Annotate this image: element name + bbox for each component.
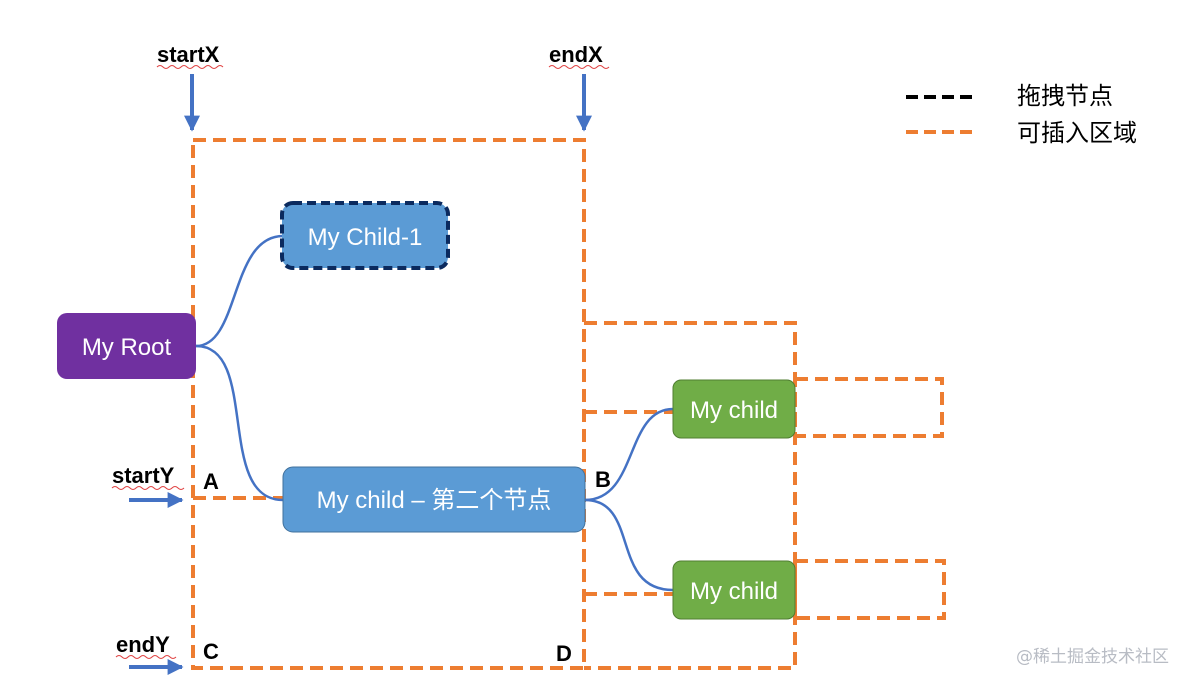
insert-area-right-column xyxy=(584,321,797,670)
corner-label-c: C xyxy=(203,639,219,664)
endx-label: endX xyxy=(549,42,603,67)
endy-label: endY xyxy=(116,632,170,657)
node-grandchild-bottom-label: My child xyxy=(690,578,778,605)
startx-label: startX xyxy=(157,42,220,67)
legend-insert-area-label: 可插入区域 xyxy=(1017,119,1137,147)
insert-area-leaf-bottom xyxy=(793,559,946,620)
legend-drag-node-label: 拖拽节点 xyxy=(1017,82,1113,110)
node-grandchild-top[interactable]: My child xyxy=(672,379,796,439)
corner-label-d: D xyxy=(556,641,572,666)
connector-child2-grandchild-bottom xyxy=(584,498,674,592)
corner-label-b: B xyxy=(595,467,611,492)
node-child1-label: My Child-1 xyxy=(308,224,423,251)
node-child2[interactable]: My child – 第二个节点 xyxy=(282,466,586,533)
node-child1-dragging[interactable]: My Child-1 xyxy=(280,201,450,270)
connector-root-child1 xyxy=(195,234,284,348)
node-grandchild-bottom[interactable]: My child xyxy=(672,560,796,620)
legend: 拖拽节点 可插入区域 xyxy=(906,82,1137,147)
endy-spellcheck-underline xyxy=(115,655,177,659)
startx-spellcheck-underline xyxy=(156,65,224,69)
endx-spellcheck-underline xyxy=(548,65,610,69)
connector-root-child2 xyxy=(195,344,284,502)
node-child2-label: My child – 第二个节点 xyxy=(317,487,552,514)
node-grandchild-top-label: My child xyxy=(690,397,778,424)
node-root-label: My Root xyxy=(82,334,172,361)
insert-area-leaf-top xyxy=(793,377,944,438)
node-root[interactable]: My Root xyxy=(57,313,196,379)
starty-label: startY xyxy=(112,463,175,488)
corner-label-a: A xyxy=(203,469,219,494)
watermark: @稀土掘金技术社区 xyxy=(1016,647,1169,667)
starty-spellcheck-underline xyxy=(111,486,185,490)
connector-child2-grandchild-top xyxy=(584,407,674,502)
